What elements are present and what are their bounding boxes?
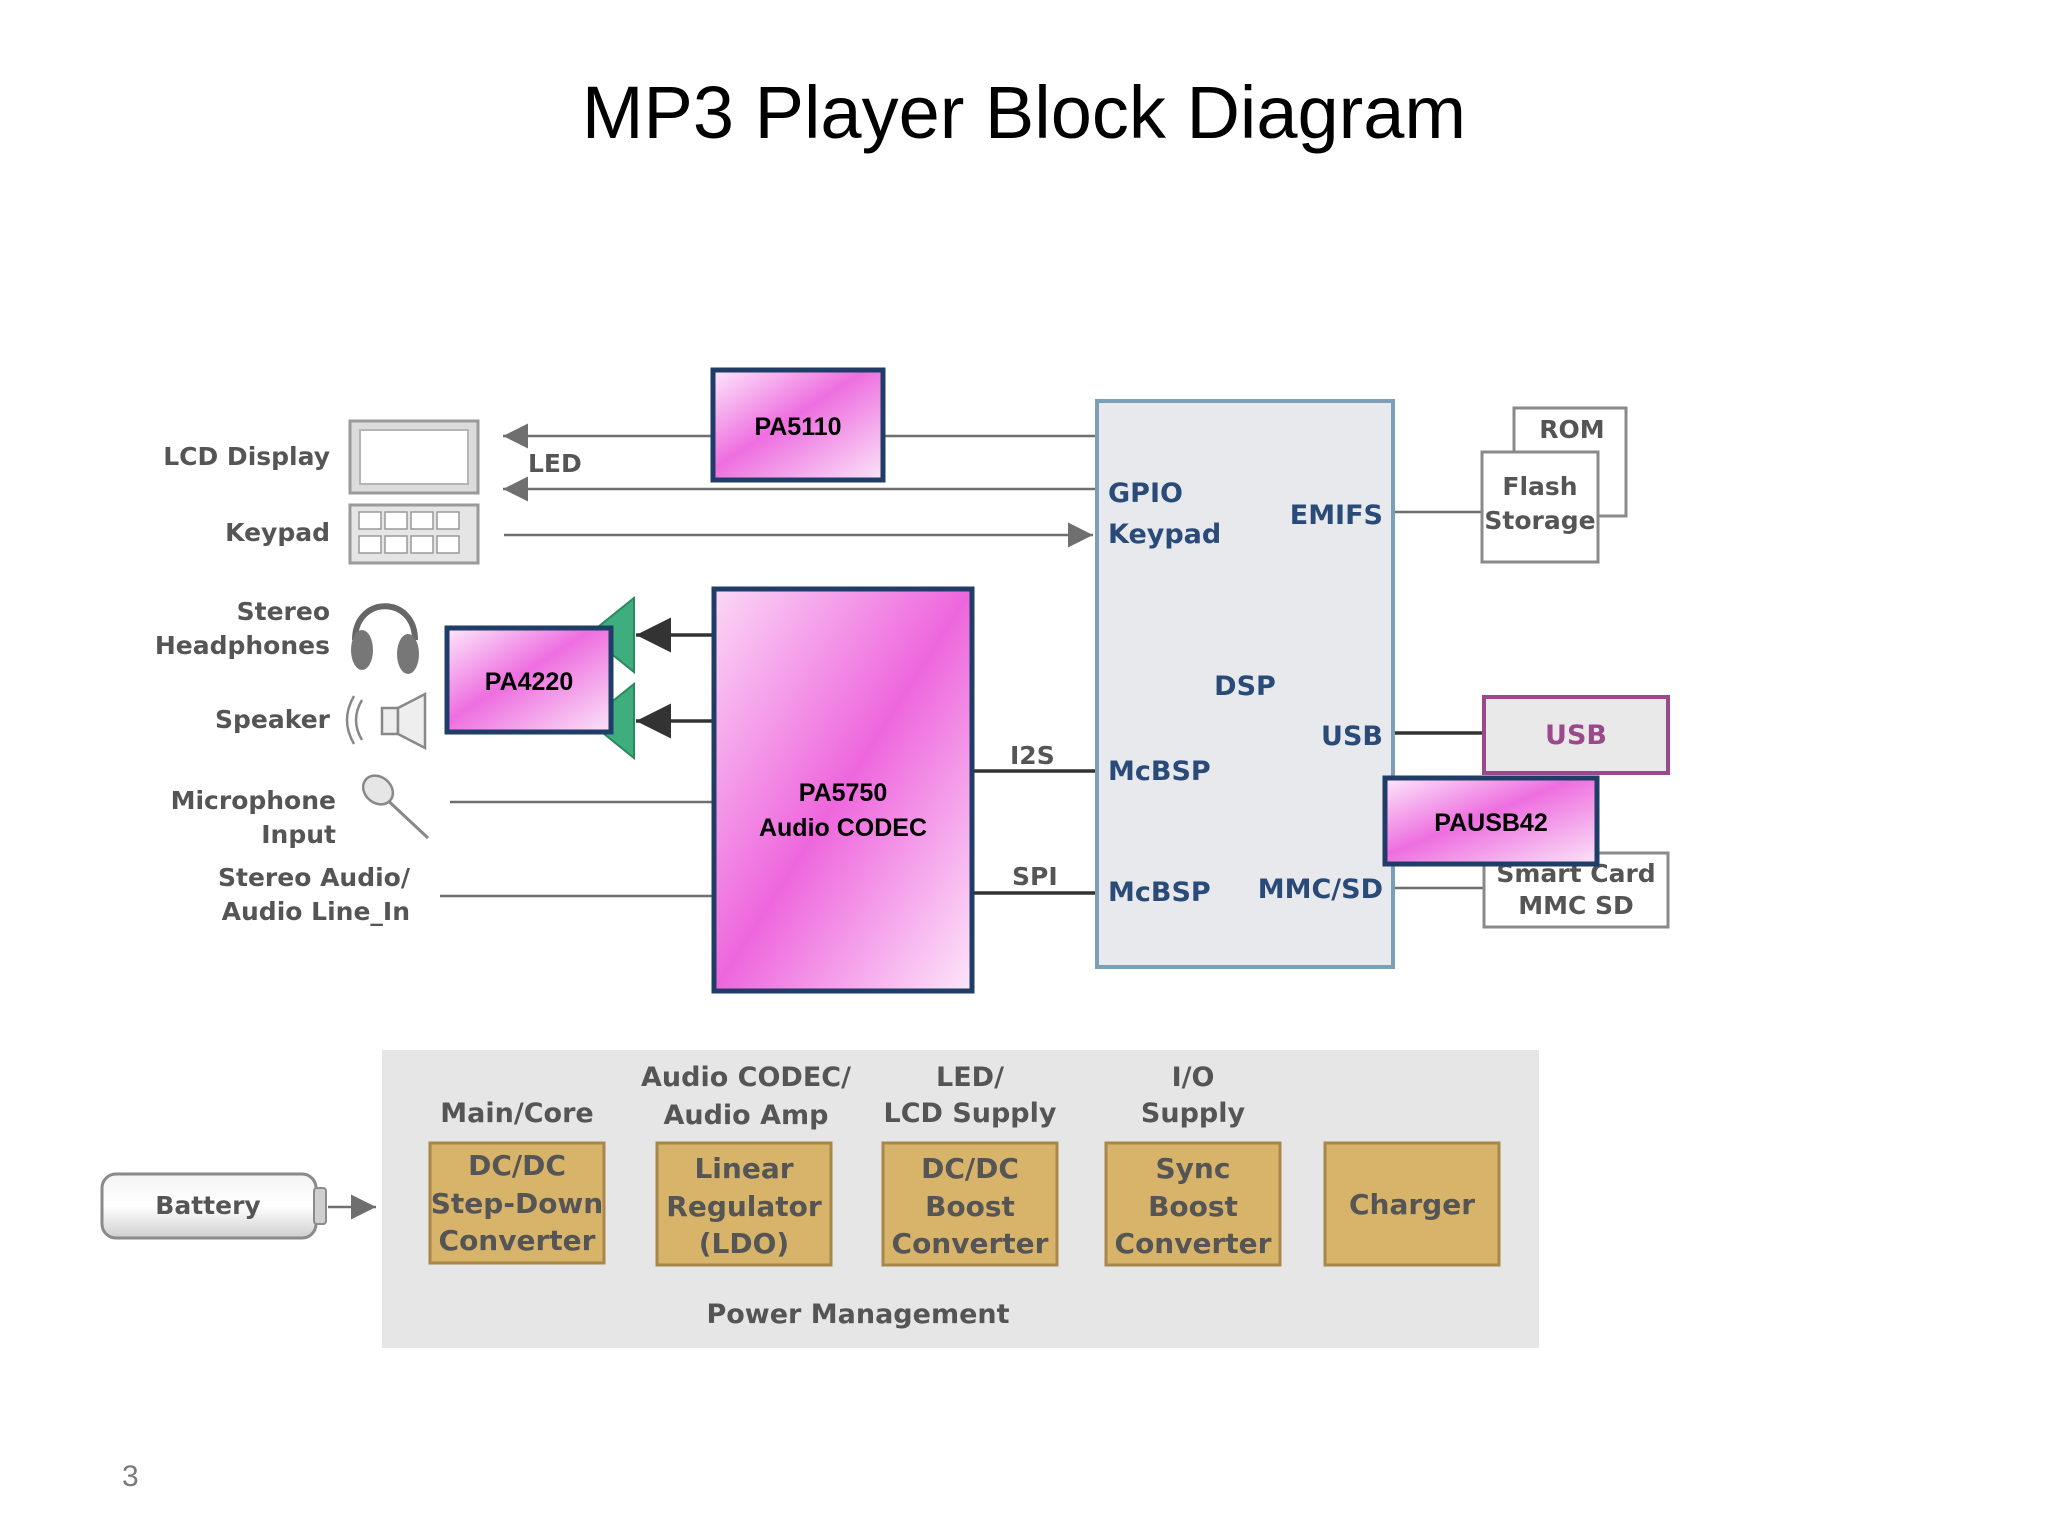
pm-header-led-2: LCD Supply [883,1098,1056,1129]
svg-text:USB: USB [1545,720,1607,751]
pm-box-dcdc-boost: DC/DC Boost Converter [881,1141,1059,1267]
pm-header-led-1: LED/ [936,1062,1004,1093]
svg-text:Sync: Sync [1156,1152,1231,1185]
label-stereo-audio-2: Audio Line_In [222,897,410,926]
svg-text:Linear: Linear [694,1152,793,1185]
dsp-port-emifs: EMIFS [1290,500,1383,531]
label-microphone-input-2: Input [261,820,336,849]
label-led-signal: LED [528,449,582,478]
microphone-icon [361,774,430,840]
pm-header-audio-codec-2: Audio Amp [663,1100,828,1131]
label-stereo-headphones-1: Stereo [237,597,330,626]
svg-text:Boost: Boost [925,1190,1015,1223]
dsp-block: DSP GPIO Keypad EMIFS USB McBSP McBSP MM… [1095,399,1395,969]
svg-text:Step-Down: Step-Down [431,1187,603,1220]
svg-text:Converter: Converter [1115,1227,1272,1260]
svg-text:PA5750: PA5750 [799,779,888,807]
label-battery: Battery [155,1191,260,1220]
svg-text:ROM: ROM [1539,415,1604,444]
dsp-port-keypad: Keypad [1108,519,1221,550]
svg-text:(LDO): (LDO) [699,1227,789,1260]
pm-box-linear-regulator: Linear Regulator (LDO) [655,1141,833,1267]
lcd-display-icon [348,419,480,495]
dsp-port-mmc-sd: MMC/SD [1258,874,1383,905]
label-stereo-audio-1: Stereo Audio/ [218,863,411,892]
label-spi-signal: SPI [1012,862,1058,891]
headphones-icon [351,603,419,674]
usb-port-block: USB [1482,695,1670,775]
pm-header-main-core: Main/Core [440,1098,593,1129]
chip-pa4220: PA4220 [444,625,614,735]
svg-text:DC/DC: DC/DC [468,1149,566,1182]
svg-text:Boost: Boost [1148,1190,1238,1223]
svg-text:Audio CODEC: Audio CODEC [759,814,927,842]
pm-box-charger: Charger [1323,1141,1501,1267]
label-speaker: Speaker [215,705,331,734]
svg-text:PA4220: PA4220 [485,668,574,696]
pm-header-audio-codec-1: Audio CODEC/ [641,1062,851,1093]
power-management-title: Power Management [706,1299,1009,1330]
svg-text:PAUSB42: PAUSB42 [1434,809,1547,837]
pm-box-dcdc-step-down: DC/DC Step-Down Converter [428,1141,606,1265]
svg-text:DC/DC: DC/DC [921,1152,1019,1185]
speaker-icon [345,691,427,751]
label-microphone-input-1: Microphone [171,786,336,815]
svg-text:Converter: Converter [439,1224,596,1257]
dsp-title: DSP [1214,671,1276,702]
power-management-panel: Power Management Main/Core Audio CODEC/ … [382,1050,1539,1348]
chip-pausb42: PAUSB42 [1382,775,1600,867]
label-lcd-display: LCD Display [163,442,330,471]
battery-icon: Battery [100,1172,327,1240]
svg-text:Storage: Storage [1484,506,1595,535]
dsp-port-mcbsp-1: McBSP [1108,756,1211,787]
pm-header-io-1: I/O [1172,1062,1215,1093]
dsp-port-gpio: GPIO [1108,478,1183,509]
svg-text:MMC SD: MMC SD [1518,891,1634,920]
page-number: 3 [122,1460,139,1493]
svg-text:Flash: Flash [1502,472,1577,501]
svg-text:Converter: Converter [892,1227,1049,1260]
dsp-port-usb: USB [1321,721,1383,752]
slide-title: MP3 Player Block Diagram [581,71,1467,154]
label-i2s-signal: I2S [1010,741,1055,770]
chip-pa5750-audio-codec: PA5750 Audio CODEC [711,586,975,994]
label-keypad: Keypad [225,518,330,547]
pm-header-io-2: Supply [1141,1098,1246,1129]
svg-text:PA5110: PA5110 [754,413,841,441]
keypad-icon [348,503,480,565]
label-stereo-headphones-2: Headphones [155,631,330,660]
svg-text:Charger: Charger [1349,1188,1475,1221]
svg-text:Regulator: Regulator [666,1190,822,1223]
pm-box-sync-boost: Sync Boost Converter [1104,1141,1282,1267]
flash-storage-block: Flash Storage [1480,450,1600,564]
dsp-port-mcbsp-2: McBSP [1108,877,1211,908]
chip-pa5110: PA5110 [710,367,886,483]
